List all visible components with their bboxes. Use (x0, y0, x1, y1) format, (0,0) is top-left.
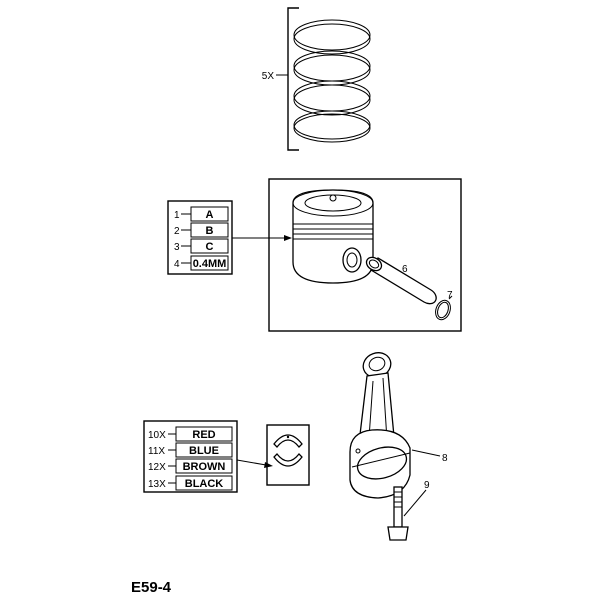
rod-bolt (387, 486, 409, 541)
grade-arrow-head (284, 235, 292, 241)
piston-grade-table: 1 2 3 4 A B C 0.4MM (167, 200, 292, 275)
color-qty: 12X (148, 462, 166, 473)
piston-pin (365, 256, 437, 305)
piston (292, 189, 374, 284)
ring-1 (293, 19, 371, 55)
bearing-color-table: 10X 11X 12X 13X RED BLUE BROWN BLACK (143, 420, 273, 493)
circlip-callout: 7 (447, 290, 453, 301)
bolt-leader (403, 489, 427, 517)
color-label: RED (192, 429, 215, 441)
diagram-code: E59-4 (131, 579, 172, 596)
piston-assembly-group: 6 7 (268, 178, 462, 332)
connecting-rod (349, 352, 411, 499)
piston-rings-group: 5X (262, 7, 371, 151)
pin-callout: 6 (402, 264, 408, 275)
grade-num: 2 (174, 226, 180, 237)
circlip (435, 299, 451, 321)
color-qty: 11X (148, 446, 165, 457)
color-arrow-line (236, 459, 267, 466)
ring-4 (293, 110, 371, 143)
bearing-shells-frame (266, 424, 310, 486)
color-qty: 13X (148, 479, 166, 490)
color-label: BLACK (185, 478, 224, 490)
color-qty: 10X (148, 430, 166, 441)
rings-callout: 5X (262, 71, 275, 82)
bearing-color-frame (143, 420, 238, 493)
bolt-callout: 9 (424, 480, 430, 491)
color-arrow-head (264, 462, 273, 468)
circlip-leader (448, 295, 453, 300)
grade-label: 0.4MM (193, 258, 227, 270)
grade-num: 3 (174, 242, 180, 253)
piston-assembly-frame (268, 178, 462, 332)
color-label: BLUE (189, 445, 219, 457)
grade-label: C (206, 241, 214, 253)
grade-num: 4 (174, 259, 180, 270)
rings-bracket (287, 7, 299, 151)
color-label: BROWN (183, 461, 226, 473)
bearing-shell-upper (273, 434, 303, 448)
bearing-shell-lower (273, 453, 303, 467)
grade-num: 1 (174, 210, 180, 221)
rod-callout: 8 (442, 453, 448, 464)
bearing-shells-group (266, 424, 310, 486)
ring-2 (293, 50, 371, 86)
grade-label: B (206, 225, 214, 237)
rod-leader (411, 449, 441, 457)
ring-3 (293, 80, 371, 116)
grade-label: A (206, 209, 214, 221)
